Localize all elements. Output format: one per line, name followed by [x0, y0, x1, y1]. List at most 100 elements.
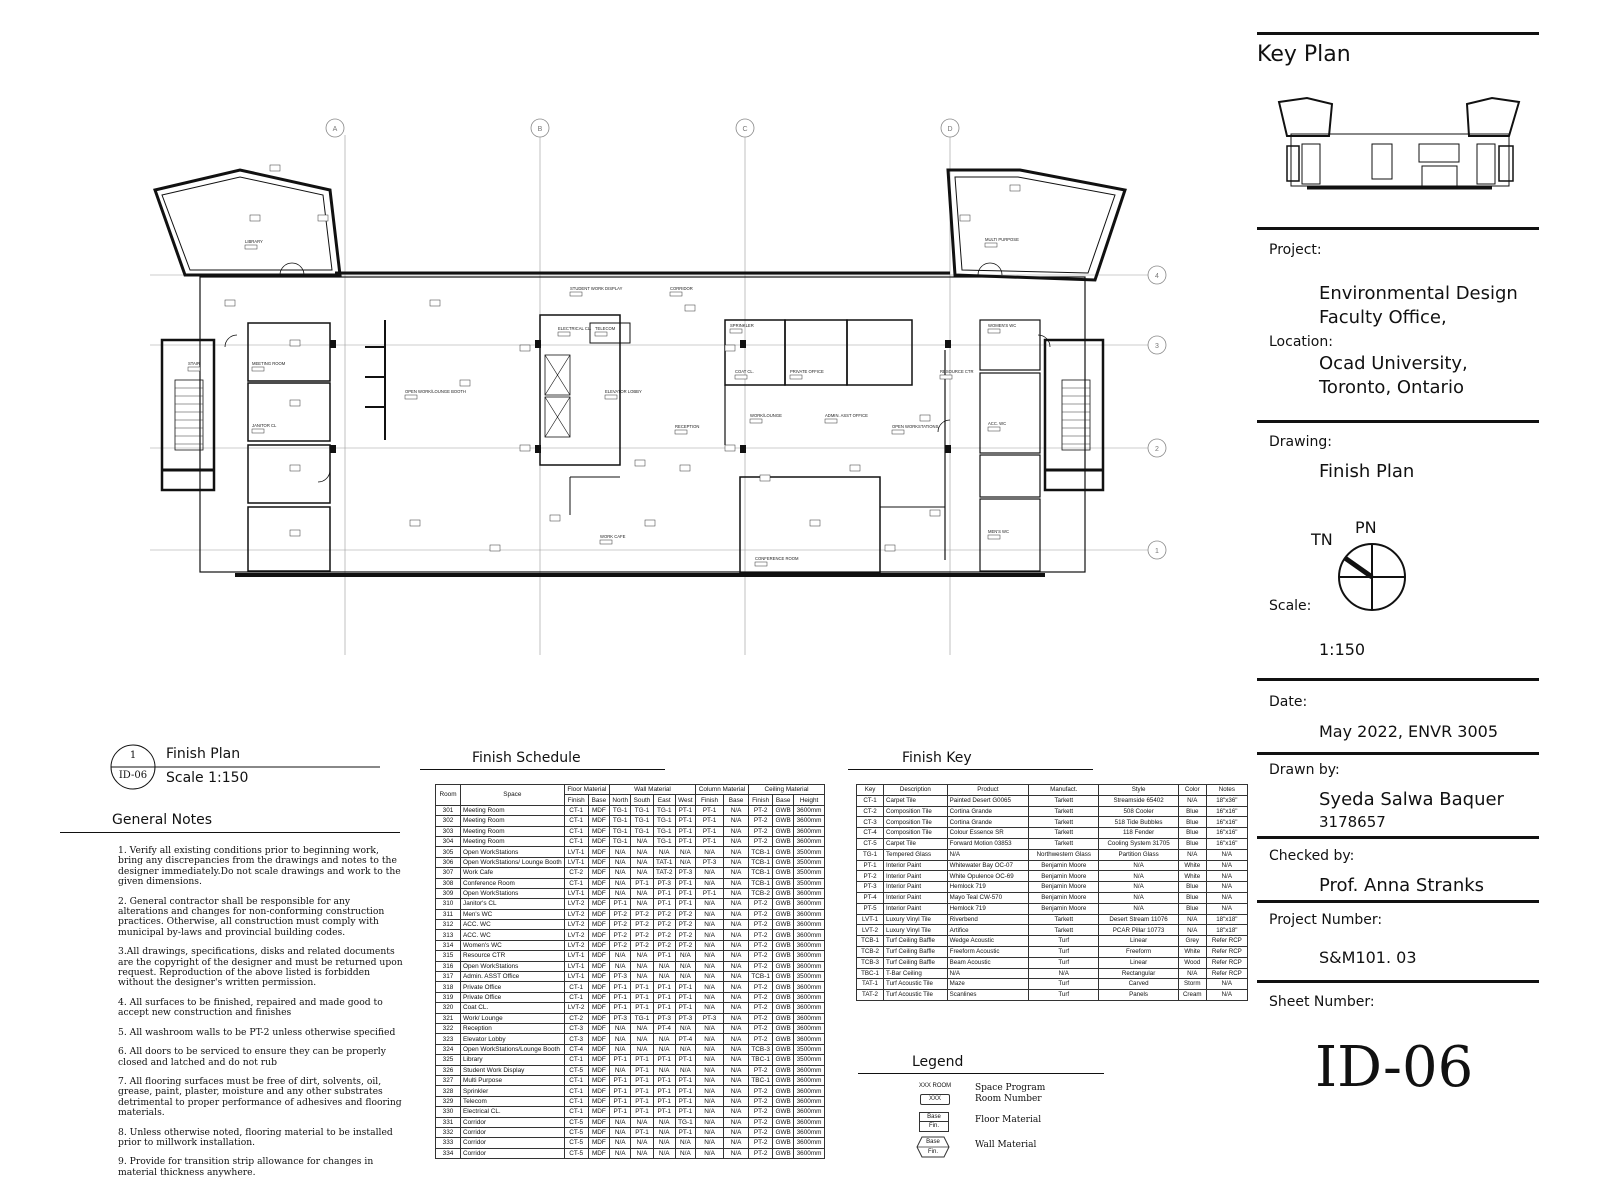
- finish-key-cell: N/A: [1098, 902, 1179, 915]
- finish-key-cell: Composition Tile: [883, 805, 948, 818]
- general-note-item: 8. Unless otherwise noted, flooring mate…: [118, 1126, 393, 1148]
- schedule-subheader: Height: [793, 794, 825, 806]
- schedule-cell: MDF: [587, 1064, 611, 1076]
- finish-key-cell: Hemlock 719: [946, 902, 1030, 915]
- schedule-cell: 3600mm: [793, 981, 825, 993]
- schedule-cell: PT-1: [630, 1074, 654, 1087]
- legend-room-tag-box: XXX: [920, 1094, 950, 1105]
- finish-key-cell: N/A: [1098, 859, 1179, 872]
- finish-schedule-title: Finish Schedule: [472, 750, 581, 766]
- schedule-cell: N/A: [630, 846, 654, 858]
- project-name-line-1: Environmental Design: [1319, 283, 1518, 304]
- schedule-cell: PT-1: [630, 1054, 654, 1066]
- room-label: SPRINKLER: [730, 323, 754, 328]
- schedule-cell: N/A: [723, 1022, 750, 1035]
- schedule-cell: N/A: [723, 887, 750, 900]
- schedule-subheader: Finish: [563, 794, 589, 806]
- schedule-cell: Admin. ASST Office: [460, 971, 565, 983]
- material-tag-symbol: [459, 379, 471, 387]
- finish-key-cell: N/A: [1205, 978, 1249, 991]
- schedule-cell: PT-1: [630, 1064, 654, 1076]
- schedule-cell: PT-1: [674, 991, 696, 1004]
- legend-wall-tag-top: Base: [926, 1139, 940, 1145]
- schedule-cell: N/A: [630, 1033, 654, 1045]
- finish-key-cell: Mayo Teal CW-570: [946, 891, 1030, 904]
- schedule-cell: 3600mm: [793, 1012, 825, 1025]
- schedule-cell: N/A: [694, 1002, 725, 1014]
- schedule-cell: GWB: [772, 1033, 795, 1045]
- schedule-cell: 321: [435, 1012, 461, 1025]
- finish-key-cell: Cooling System 31705: [1098, 837, 1179, 850]
- schedule-cell: N/A: [674, 971, 696, 983]
- schedule-cell: 329: [435, 1095, 461, 1108]
- finish-key-cell: N/A: [1098, 870, 1179, 883]
- schedule-cell: N/A: [694, 898, 725, 910]
- schedule-cell: N/A: [723, 1116, 750, 1128]
- room-label: TELECOM: [595, 326, 616, 331]
- schedule-cell: PT-2: [748, 991, 774, 1004]
- room-label: MULTI PURPOSE: [985, 237, 1019, 242]
- schedule-cell: MDF: [587, 1116, 611, 1128]
- schedule-cell: N/A: [694, 1043, 725, 1056]
- schedule-cell: PT-2: [630, 939, 654, 952]
- finish-key-cell: Panels: [1098, 989, 1179, 1001]
- schedule-cell: GWB: [772, 991, 795, 1004]
- finish-key-cell: Turf Ceiling Baffle: [883, 935, 948, 947]
- finish-key-cell: CT-4: [855, 827, 885, 839]
- schedule-cell: N/A: [674, 1022, 696, 1035]
- schedule-cell: PT-2: [748, 1126, 774, 1139]
- schedule-cell: 324: [435, 1043, 461, 1056]
- grid-letter-b: B: [538, 126, 543, 133]
- schedule-cell: N/A: [652, 1147, 676, 1160]
- schedule-cell: PT-1: [652, 1054, 676, 1066]
- schedule-cell: PT-1: [630, 1126, 654, 1139]
- finish-key-cell: Interior Paint: [883, 881, 948, 893]
- schedule-cell: GWB: [772, 898, 795, 910]
- finish-key-cell: 16"x16": [1205, 827, 1249, 839]
- room-tag-box: [669, 291, 683, 297]
- schedule-cell: MDF: [587, 877, 611, 889]
- finish-key-cell: Benjamin Moore: [1028, 902, 1100, 915]
- schedule-cell: N/A: [609, 1116, 632, 1128]
- north-pn-label: PN: [1355, 518, 1377, 537]
- schedule-cell: N/A: [694, 1085, 725, 1097]
- legend-floor-text: Floor Material: [975, 1115, 1042, 1125]
- schedule-cell: PT-3: [674, 867, 696, 879]
- schedule-cell: TG-1: [652, 825, 676, 837]
- drawn-by-name: Syeda Salwa Baquer: [1319, 789, 1504, 810]
- finish-key-cell: White: [1177, 870, 1207, 883]
- finish-key-cell: Colour Essence SR: [946, 827, 1030, 839]
- schedule-cell: MDF: [587, 960, 611, 973]
- schedule-group-wall: Wall Material: [609, 783, 696, 796]
- schedule-cell: N/A: [652, 846, 676, 858]
- room-tag-box: [987, 328, 1001, 334]
- schedule-cell: 3500mm: [793, 1043, 825, 1056]
- finish-key-cell: Desert Stream 11076: [1098, 913, 1179, 926]
- finish-key-cell: TAT-1: [855, 978, 885, 991]
- schedule-cell: 3600mm: [793, 939, 825, 952]
- schedule-cell: N/A: [609, 1126, 632, 1139]
- schedule-cell: N/A: [609, 1043, 632, 1056]
- schedule-cell: PT-1: [694, 825, 725, 837]
- room-tag-box: [674, 429, 688, 435]
- schedule-cell: GWB: [772, 815, 795, 827]
- schedule-cell: PT-1: [674, 877, 696, 889]
- drawn-by-label: Drawn by:: [1269, 762, 1340, 778]
- schedule-cell: GWB: [772, 971, 795, 983]
- finish-key-cell: Tarkett: [1028, 837, 1100, 850]
- schedule-cell: 315: [435, 950, 461, 962]
- schedule-cell: PT-1: [694, 835, 725, 848]
- general-notes-list: 1. Verify all existing conditions prior …: [118, 845, 403, 1187]
- schedule-cell: MDF: [587, 815, 611, 827]
- general-notes-title: General Notes: [112, 812, 213, 828]
- schedule-cell: N/A: [652, 1126, 676, 1139]
- schedule-cell: CT-3: [563, 1022, 589, 1035]
- finish-key-cell: N/A: [1205, 989, 1249, 1001]
- schedule-cell: N/A: [609, 887, 632, 900]
- schedule-cell: TCB-3: [748, 1043, 774, 1056]
